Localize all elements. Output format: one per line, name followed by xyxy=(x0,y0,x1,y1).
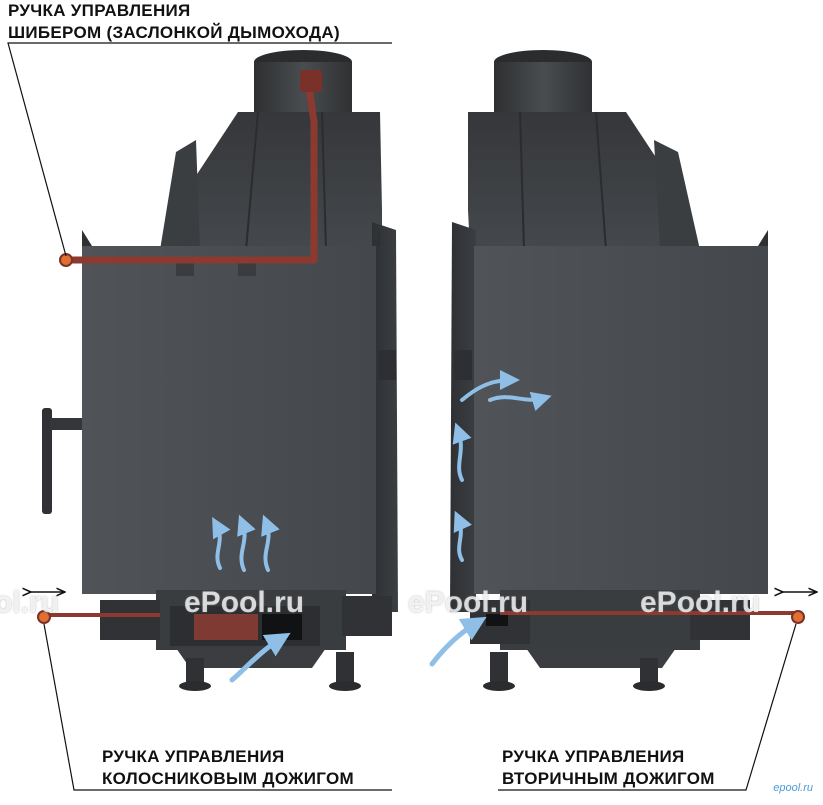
right-chimney-pipe xyxy=(494,62,592,114)
grate-afterburn-label: РУЧКА УПРАВЛЕНИЯ КОЛОСНИКОВЫМ ДОЖИГОМ xyxy=(102,746,354,790)
right-ash-box xyxy=(500,590,700,650)
airflow-arrow xyxy=(460,370,520,402)
left-grate-slot xyxy=(194,614,258,640)
grate-afterburn-label-line2: КОЛОСНИКОВЫМ ДОЖИГОМ xyxy=(102,769,354,788)
damper-handle-label-line2: ШИБЕРОМ (ЗАСЛОНКОЙ ДЫМОХОДА) xyxy=(8,23,340,42)
right-front-panel xyxy=(474,246,768,594)
watermark: ePool.ru xyxy=(640,586,761,619)
damper-rod xyxy=(66,79,318,264)
damper-leader xyxy=(7,42,392,257)
left-hood xyxy=(162,112,382,250)
damper-handle-label-line1: РУЧКА УПРАВЛЕНИЯ xyxy=(8,1,191,20)
watermark: ePool.ru xyxy=(184,586,305,619)
watermark: ol.ru xyxy=(0,586,59,619)
right-side-panel xyxy=(450,222,476,612)
secondary-afterburn-label-line2: ВТОРИЧНЫМ ДОЖИГОМ xyxy=(502,769,715,788)
leader-lines xyxy=(7,42,797,791)
airflow-arrow xyxy=(261,514,280,572)
airflow-arrow xyxy=(453,510,473,562)
airflow-arrow xyxy=(237,514,256,572)
left-front-panel xyxy=(82,246,376,594)
right-hood xyxy=(468,112,700,250)
damper-handle-label: РУЧКА УПРАВЛЕНИЯ ШИБЕРОМ (ЗАСЛОНКОЙ ДЫМО… xyxy=(8,0,340,44)
grate-knob xyxy=(37,610,51,624)
left-door-handle xyxy=(42,408,52,514)
right-fireplace xyxy=(429,50,816,691)
airflow-arrow xyxy=(229,632,291,683)
left-side-panel xyxy=(372,222,398,612)
airflow-arrow xyxy=(429,616,487,667)
left-fireplace xyxy=(30,50,398,691)
left-leg-1 xyxy=(186,658,204,686)
watermark: ePool.ru xyxy=(408,586,529,619)
airflow-arrow xyxy=(212,517,231,570)
corner-watermark: epool.ru xyxy=(773,782,813,794)
secondary-afterburn-label: РУЧКА УПРАВЛЕНИЯ ВТОРИЧНЫМ ДОЖИГОМ xyxy=(502,746,715,790)
grate-leader xyxy=(43,623,392,791)
airflow-arrow xyxy=(488,391,552,412)
left-leg-2 xyxy=(336,652,354,686)
right-leg-1 xyxy=(490,652,508,686)
secondary-leader xyxy=(498,623,797,791)
secondary-afterburn-label-line1: РУЧКА УПРАВЛЕНИЯ xyxy=(502,747,685,766)
airflow-arrow xyxy=(452,422,472,482)
secondary-knob xyxy=(791,610,805,624)
grate-afterburn-label-line1: РУЧКА УПРАВЛЕНИЯ xyxy=(102,747,285,766)
right-leg-2 xyxy=(640,658,658,686)
